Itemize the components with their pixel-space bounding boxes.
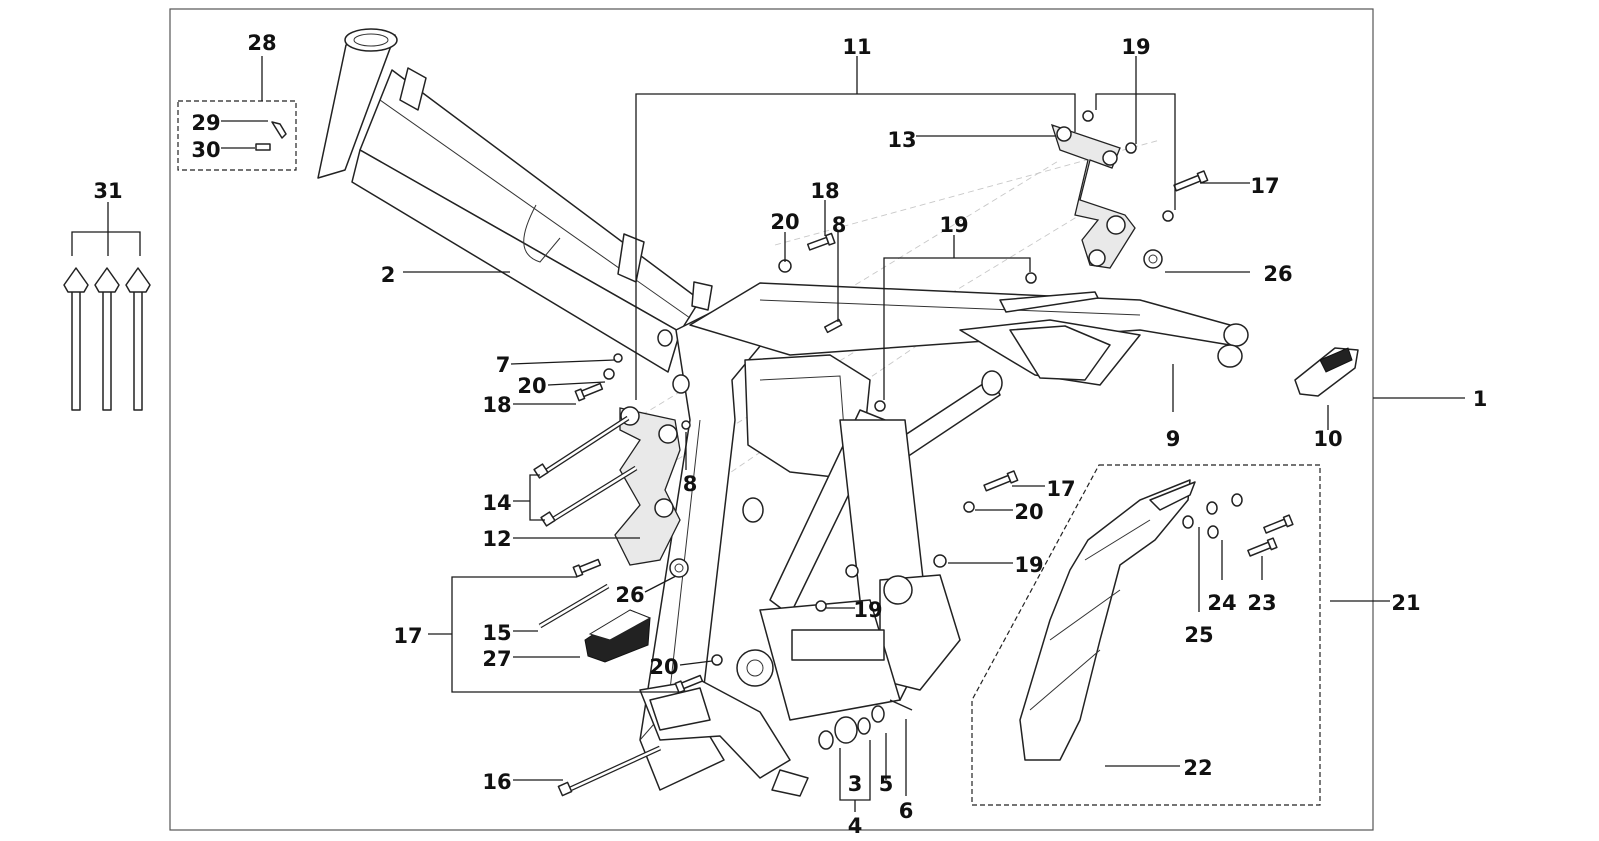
- callout-26-left: 26: [615, 583, 644, 607]
- callout-19-top: 19: [1121, 35, 1150, 59]
- callout-9: 9: [1166, 427, 1181, 451]
- callout-19-right: 19: [1014, 553, 1043, 577]
- callout-7: 7: [496, 353, 511, 377]
- fasteners: [63, 110, 1359, 797]
- callout-3: 3: [848, 772, 863, 796]
- callout-21: 21: [1391, 591, 1420, 615]
- assembly-border: [169, 8, 1374, 831]
- callout-25: 25: [1184, 623, 1213, 647]
- callout-19-pivot: 19: [853, 598, 882, 622]
- callout-19-mid: 19: [939, 213, 968, 237]
- callout-17-mid: 17: [1046, 477, 1075, 501]
- callout-16: 16: [482, 770, 511, 794]
- callout-20-left: 20: [517, 374, 546, 398]
- callout-13: 13: [887, 128, 916, 152]
- callout-27: 27: [482, 647, 511, 671]
- callout-11: 11: [842, 35, 871, 59]
- callout-20-lower: 20: [649, 655, 678, 679]
- callout-2: 2: [381, 263, 396, 287]
- callout-12: 12: [482, 527, 511, 551]
- callout-6: 6: [899, 799, 914, 823]
- callout-labels: 1 2 3 4 5 6 7 8 8 9 10 11 12 13 14 15 16…: [93, 31, 1488, 838]
- leader-lines: [71, 56, 1465, 812]
- callout-14: 14: [482, 491, 511, 515]
- callout-31: 31: [93, 179, 122, 203]
- callout-23: 23: [1247, 591, 1276, 615]
- callout-17-left: 17: [393, 624, 422, 648]
- callout-1: 1: [1473, 387, 1488, 411]
- engine-mount-12: [614, 406, 681, 566]
- engine-mount-13: [1050, 123, 1136, 269]
- callout-30: 30: [191, 138, 220, 162]
- callout-4: 4: [848, 814, 863, 836]
- callout-20-upper: 20: [770, 210, 799, 234]
- callout-20-right: 20: [1014, 500, 1043, 524]
- callout-8-upper: 8: [832, 213, 847, 237]
- callout-26-right: 26: [1263, 262, 1292, 286]
- cable-ties: [63, 267, 151, 411]
- callout-5: 5: [879, 772, 894, 796]
- main-frame: [317, 28, 1249, 797]
- callout-8-lower: 8: [683, 472, 698, 496]
- callout-18-left: 18: [482, 393, 511, 417]
- callout-10: 10: [1313, 427, 1342, 451]
- kit-21-box: [971, 464, 1321, 806]
- callout-28: 28: [247, 31, 276, 55]
- callout-22: 22: [1183, 756, 1212, 780]
- kit-28-box: [177, 100, 297, 171]
- callout-18-upper: 18: [810, 179, 839, 203]
- callout-15: 15: [482, 621, 511, 645]
- callout-29: 29: [191, 111, 220, 135]
- callout-17-top: 17: [1250, 174, 1279, 198]
- callout-24: 24: [1207, 591, 1236, 615]
